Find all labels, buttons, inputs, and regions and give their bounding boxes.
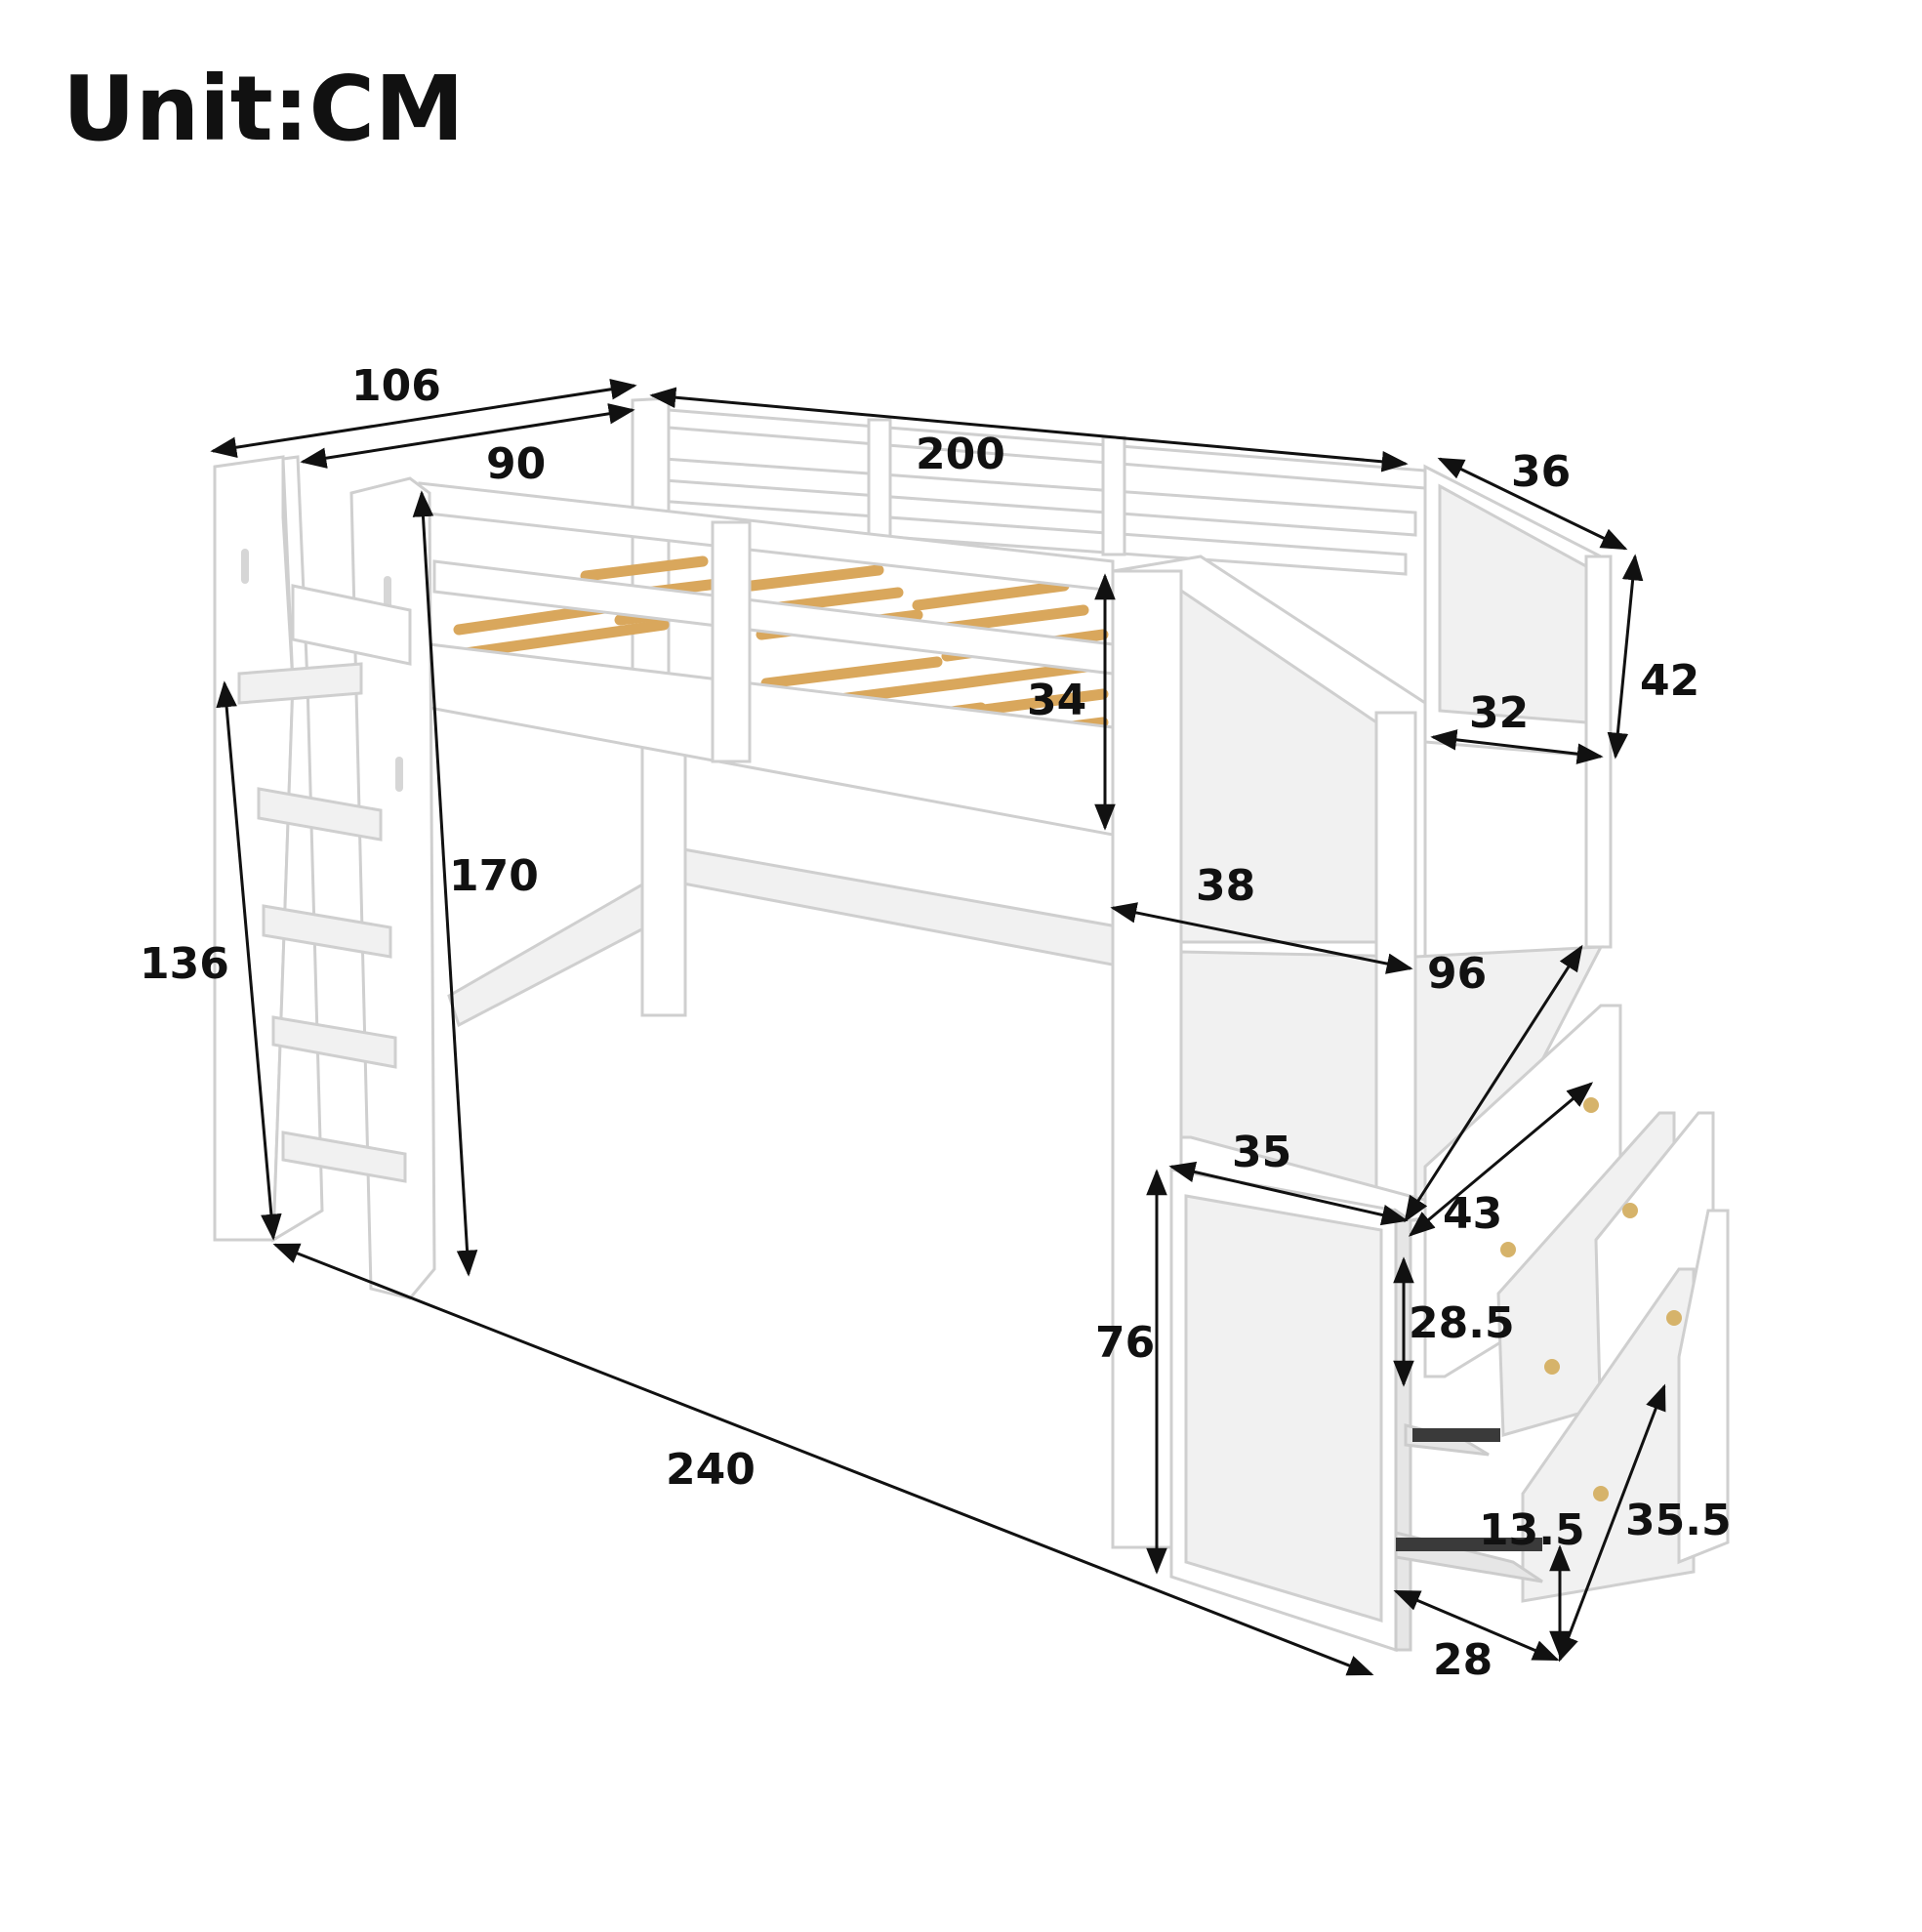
mattress-slats	[453, 555, 1128, 765]
dim-inner-width: 90	[486, 439, 546, 489]
dim-stair-top-height: 42	[1640, 656, 1699, 706]
drawer-knob-icon	[1666, 1310, 1682, 1326]
dim-ladder-height: 170	[449, 851, 539, 901]
drawer-knob-icon	[1544, 1359, 1560, 1375]
ladder	[213, 455, 436, 1300]
diagonal-support	[447, 882, 675, 1028]
dim-cabinet-height: 76	[1095, 1318, 1155, 1368]
dim-total-width: 106	[351, 361, 441, 411]
dim-drawer-bottom-width: 28	[1433, 1635, 1493, 1685]
unit-title: Unit:CM	[62, 57, 465, 161]
dim-ladder-side-height: 136	[140, 939, 229, 989]
dim-cabinet-top-depth: 35	[1232, 1128, 1291, 1177]
drawer-knob-icon	[1583, 1097, 1599, 1113]
dim-guardrail-height: 34	[1027, 676, 1086, 725]
dim-drawer-front-height: 13.5	[1479, 1505, 1585, 1555]
drawer-knob-icon	[1500, 1242, 1516, 1257]
dim-stair-top-depth: 36	[1511, 447, 1571, 497]
dim-bed-length: 200	[916, 430, 1005, 479]
dimension-labels: 106 90 200 36 42 32 34 170 136 38 96 35 …	[140, 361, 1732, 1685]
dim-drawer-depth: 35.5	[1625, 1496, 1732, 1545]
drawer-knob-icon	[1593, 1486, 1609, 1501]
dim-drawer-height: 28.5	[1409, 1298, 1515, 1348]
bed-illustration	[213, 396, 1730, 1653]
drawer-knob-icon	[1622, 1203, 1638, 1218]
dim-stair-depth: 38	[1196, 861, 1255, 911]
dim-total-length: 240	[666, 1445, 756, 1495]
dim-drawer-width: 43	[1443, 1189, 1502, 1239]
front-guardrail	[418, 481, 1115, 837]
back-leg	[640, 720, 687, 1017]
dim-stair-top-inner: 32	[1469, 688, 1529, 738]
lower-stretcher	[681, 847, 1125, 968]
dimension-lines	[210, 379, 1666, 1676]
dim-cabinet-length: 96	[1427, 949, 1487, 999]
storage-cabinet	[1169, 1168, 1412, 1653]
